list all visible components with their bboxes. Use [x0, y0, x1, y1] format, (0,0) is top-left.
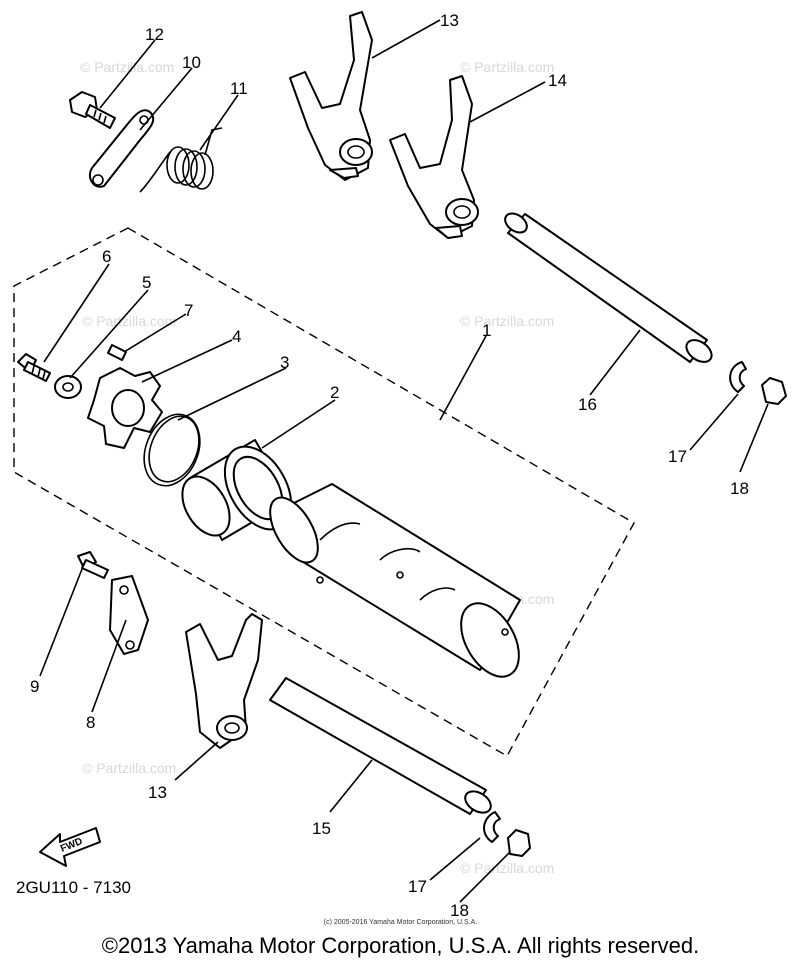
label-11: 11: [230, 79, 248, 98]
part-4-segment: [87, 367, 163, 449]
part-6-screw: [17, 353, 51, 382]
fwd-arrow: FWD: [39, 827, 101, 867]
part-12-bolt: [69, 91, 116, 129]
part-14-shift-fork: [389, 75, 479, 239]
part-16-shift-fork-shaft: [504, 212, 713, 363]
part-18-cap-lower: [507, 829, 531, 857]
label-10: 10: [182, 53, 201, 72]
part-1-shift-cam: [269, 483, 521, 678]
part-11-spring: [139, 127, 223, 193]
watermark: © Partzilla.com: [460, 860, 554, 876]
small-copyright: (c) 2005-2016 Yamaha Motor Corporation, …: [323, 919, 478, 926]
watermark: © Partzilla.com: [460, 313, 554, 329]
label-5: 5: [142, 273, 151, 292]
copyright-notice: ©2013 Yamaha Motor Corporation, U.S.A. A…: [101, 933, 700, 958]
label-18-lower: 18: [450, 901, 469, 920]
watermark: © Partzilla.com: [82, 760, 176, 776]
watermark: © Partzilla.com: [460, 59, 554, 75]
part-labels: 12 10 11 13 14 6 5 7 4 3 2 1 16 17 18 9 …: [30, 11, 749, 920]
label-3: 3: [280, 353, 289, 372]
label-1: 1: [482, 321, 491, 340]
label-17-lower: 17: [408, 877, 427, 896]
label-9: 9: [30, 677, 39, 696]
part-7-dowel-pin: [107, 344, 127, 361]
part-5-washer: [54, 375, 82, 399]
label-13-lower: 13: [148, 783, 167, 802]
part-13-shift-fork-lower: [185, 613, 263, 749]
leader-lines: [39, 19, 769, 903]
watermarks: © Partzilla.com © Partzilla.com © Partzi…: [80, 59, 554, 876]
label-7: 7: [184, 301, 193, 320]
label-18-upper: 18: [730, 479, 749, 498]
part-18-cap-upper: [761, 377, 787, 405]
label-14: 14: [548, 71, 567, 90]
watermark: © Partzilla.com: [82, 313, 176, 329]
label-6: 6: [102, 247, 111, 266]
part-9-screw: [77, 551, 109, 579]
part-2-needle-bearing: [181, 439, 293, 541]
label-15: 15: [312, 819, 331, 838]
part-15-shift-fork-shaft: [269, 677, 492, 815]
part-8-stopper: [109, 575, 149, 655]
label-13-upper: 13: [440, 11, 459, 30]
part-13-shift-fork-upper: [289, 11, 373, 181]
part-10-plate: [88, 109, 155, 188]
assembly-boundary: [13, 227, 635, 757]
part-17-circlip-upper: [729, 361, 747, 393]
label-17-upper: 17: [668, 447, 687, 466]
part-17-circlip-lower: [483, 811, 501, 843]
label-8: 8: [86, 713, 95, 732]
label-12: 12: [145, 25, 164, 44]
plate-hole: [92, 174, 104, 186]
label-16: 16: [578, 395, 597, 414]
diagram-code: 2GU110 - 7130: [16, 878, 131, 897]
watermark: © Partzilla.com: [80, 59, 174, 75]
label-4: 4: [232, 327, 241, 346]
label-2: 2: [330, 383, 339, 402]
